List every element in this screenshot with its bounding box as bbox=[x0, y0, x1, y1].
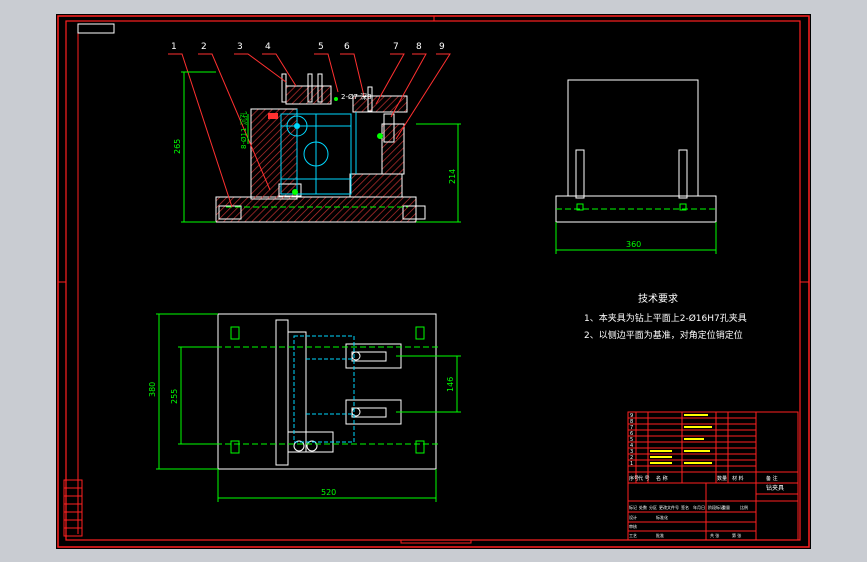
part-name: 钻夹具 bbox=[766, 484, 784, 492]
header-cell: 备 注 bbox=[766, 475, 778, 482]
title-block bbox=[627, 411, 799, 541]
tb-cell: 标记 bbox=[629, 504, 637, 510]
header-cell: 名 称 bbox=[656, 475, 668, 482]
row-number: 5 bbox=[630, 437, 633, 443]
tb-cell: 标准化 bbox=[656, 514, 668, 520]
front-dimensions bbox=[181, 71, 461, 223]
plan-view bbox=[216, 313, 438, 470]
tb-cell: 批准 bbox=[656, 532, 664, 538]
side-view bbox=[555, 79, 717, 254]
title-block-cells: 标记 处数 分区 更改文件号 签名 年月日 设计 标准化 阶段标记 重量 比例 … bbox=[629, 504, 748, 538]
title-block-yellow-marks bbox=[650, 414, 712, 464]
tech-title: 技术要求 bbox=[638, 292, 678, 305]
dim-side-width: 360 bbox=[626, 240, 641, 249]
header-cell: 代 号 bbox=[638, 475, 650, 482]
balloon-2: 2 bbox=[201, 42, 207, 52]
tb-cell: 签名 bbox=[681, 504, 689, 510]
balloon-9: 9 bbox=[439, 42, 445, 52]
sheet-border bbox=[57, 15, 810, 548]
title-block-rows bbox=[628, 417, 756, 467]
row-number: 8 bbox=[630, 419, 633, 425]
tb-cell: 更改文件号 bbox=[659, 504, 679, 510]
dim-plan-right-height: 146 bbox=[446, 377, 455, 392]
tb-cell: 年月日 bbox=[693, 504, 705, 510]
tb-cell: 重量 bbox=[722, 504, 730, 510]
dim-plan-width: 520 bbox=[321, 488, 336, 497]
row-number: 1 bbox=[630, 461, 633, 467]
title-block-row-numbers: 9 8 7 6 5 4 3 2 1 bbox=[630, 413, 633, 467]
balloon-7: 7 bbox=[393, 42, 399, 52]
balloon-8: 8 bbox=[416, 42, 422, 52]
tb-cell: 处数 bbox=[639, 504, 647, 510]
header-cell: 数量 bbox=[717, 475, 727, 482]
row-number: 7 bbox=[630, 425, 633, 431]
tech-note-1: 1、本夹具为钻上平面上2-Ø16H7孔夹具 bbox=[584, 312, 747, 324]
balloon-6: 6 bbox=[344, 42, 350, 52]
note-side: 8-Ø11 沉孔 bbox=[240, 111, 248, 149]
tb-cell: 审核 bbox=[629, 523, 637, 529]
row-number: 2 bbox=[630, 455, 633, 461]
title-block-header: 序号 代 号 名 称 数量 材 料 备 注 bbox=[629, 475, 778, 482]
tb-cell: 设计 bbox=[629, 514, 637, 520]
header-cell: 材 料 bbox=[732, 475, 744, 482]
tb-cell: 比例 bbox=[740, 504, 748, 510]
row-number: 4 bbox=[630, 443, 633, 449]
balloon-1: 1 bbox=[171, 42, 177, 52]
plan-dimensions bbox=[156, 313, 461, 502]
tech-note-2: 2、以侧边平面为基准，对角定位销定位 bbox=[584, 329, 743, 341]
part-balloons: 1 2 3 4 5 6 7 8 9 bbox=[168, 42, 451, 208]
tb-cell: 工艺 bbox=[629, 533, 637, 538]
note-hole: 2-Ø7 深8 bbox=[341, 92, 372, 101]
technical-requirements: 技术要求 1、本夹具为钻上平面上2-Ø16H7孔夹具 2、以侧边平面为基准，对角… bbox=[584, 292, 747, 341]
tb-cell: 第 张 bbox=[732, 532, 741, 538]
dim-plan-height-inner: 255 bbox=[170, 389, 179, 404]
dim-front-right-height: 214 bbox=[448, 169, 457, 184]
row-number: 9 bbox=[630, 413, 633, 419]
balloon-3: 3 bbox=[237, 42, 243, 52]
row-number: 3 bbox=[630, 449, 633, 455]
drawing-canvas: 1 2 3 4 5 6 7 8 9 bbox=[57, 15, 810, 548]
dim-plan-height-outer: 380 bbox=[148, 382, 157, 397]
drawing-sheet: 1 2 3 4 5 6 7 8 9 bbox=[56, 14, 811, 549]
front-view bbox=[215, 73, 426, 223]
row-number: 6 bbox=[630, 431, 633, 437]
tb-cell: 阶段标记 bbox=[708, 504, 724, 510]
tb-cell: 共 张 bbox=[710, 532, 719, 538]
header-cell: 序号 bbox=[629, 475, 639, 482]
dim-front-height: 265 bbox=[173, 139, 182, 154]
balloon-5: 5 bbox=[318, 42, 324, 52]
tb-cell: 分区 bbox=[649, 504, 657, 510]
balloon-4: 4 bbox=[265, 42, 271, 52]
